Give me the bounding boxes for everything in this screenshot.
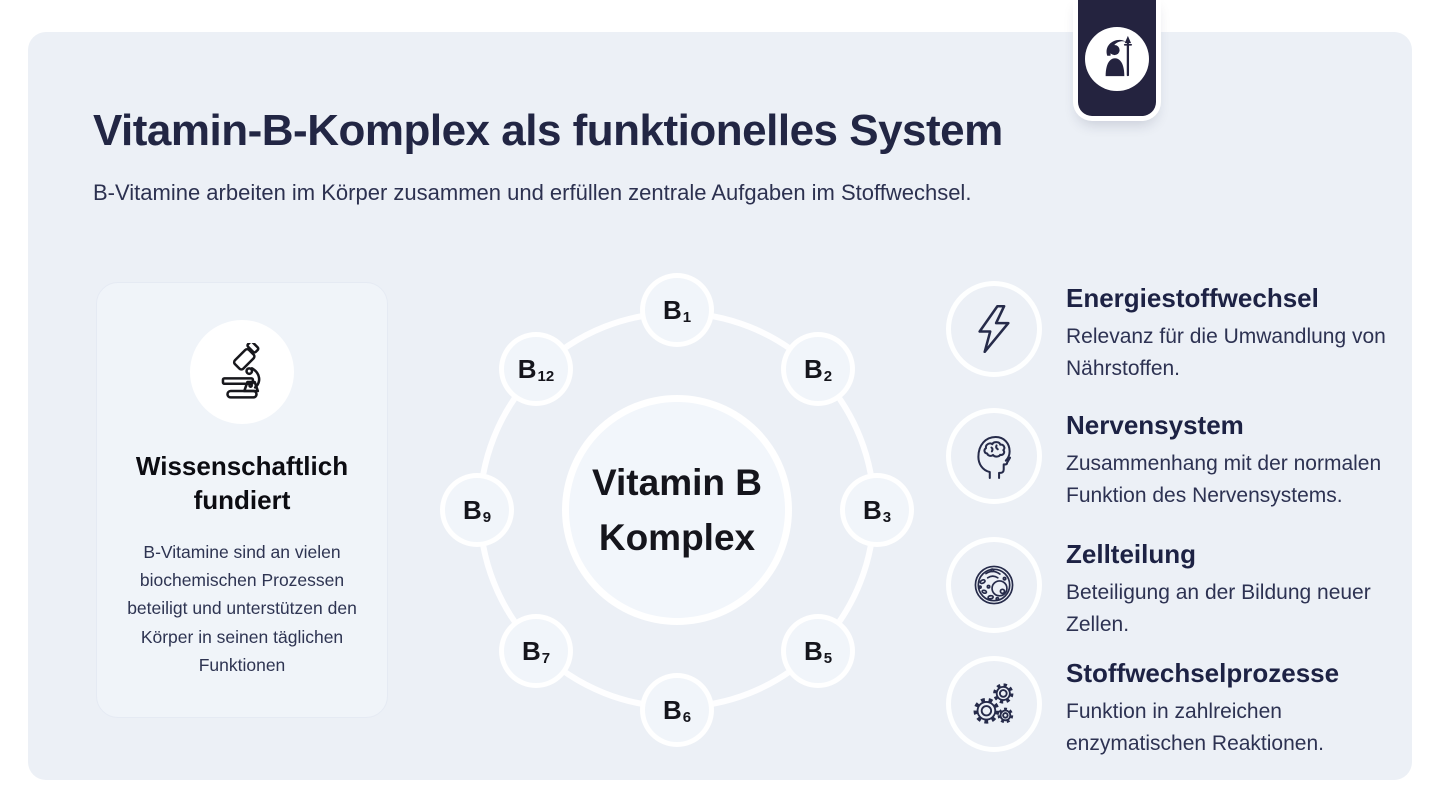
hub-line-1: Vitamin B [592, 461, 762, 503]
gears-icon [973, 683, 1014, 724]
diagram-hub: Vitamin B Komplex [562, 395, 792, 625]
benefit-zellteilung: Zellteilung Beteiligung an der Bildung n… [946, 537, 1426, 640]
head-brain-icon [977, 436, 1012, 479]
benefit-body: Relevanz für die Umwandlung von Nährstof… [1066, 325, 1386, 380]
brand-logo-circle [1085, 27, 1149, 91]
benefit-heading: Nervensystem [1066, 410, 1244, 440]
science-card: Wissenschaftlich fundiert B-Vitamine sin… [96, 282, 388, 718]
benefit-body: Beteiligung an der Bildung neuer Zellen. [1066, 581, 1371, 636]
lightning-icon-circle [946, 281, 1042, 377]
benefit-stoffwechselprozesse: Stoffwechselprozesse Funktion in zahlrei… [946, 656, 1426, 759]
slide-card: Vitamin-B-Komplex als funktionelles Syst… [28, 32, 1412, 780]
page-subtitle: B-Vitamine arbeiten im Körper zusammen u… [93, 180, 972, 205]
benefit-heading: Zellteilung [1066, 539, 1196, 569]
benefit-energiestoffwechsel: Energiestoffwechsel Relevanz für die Umw… [946, 281, 1426, 384]
gears-icon-circle [946, 656, 1042, 752]
microscope-icon-circle [190, 320, 294, 424]
benefit-body: Funktion in zahlreichen enzymatischen Re… [1066, 700, 1324, 755]
hub-line-2: Komplex [598, 517, 756, 558]
benefit-heading: Energiestoffwechsel [1066, 283, 1319, 313]
cell-icon-circle [946, 537, 1042, 633]
page-title: Vitamin-B-Komplex als funktionelles Syst… [93, 106, 1003, 155]
benefit-body: Zusammenhang mit der normalen Funktion d… [1066, 452, 1382, 507]
lightning-icon [978, 304, 1010, 354]
athena-logo-icon [1105, 35, 1133, 77]
science-card-body: B-Vitamine sind an vielen biochemischen … [127, 541, 357, 675]
brand-tab [1078, 0, 1156, 116]
cell-icon [974, 565, 1014, 605]
benefit-nervensystem: Nervensystem Zusammenhang mit der normal… [946, 408, 1426, 511]
microscope-icon [221, 343, 261, 399]
head-brain-icon-circle [946, 408, 1042, 504]
benefit-heading: Stoffwechselprozesse [1066, 658, 1340, 688]
science-card-heading: Wissenschaftlich fundiert [135, 451, 349, 515]
